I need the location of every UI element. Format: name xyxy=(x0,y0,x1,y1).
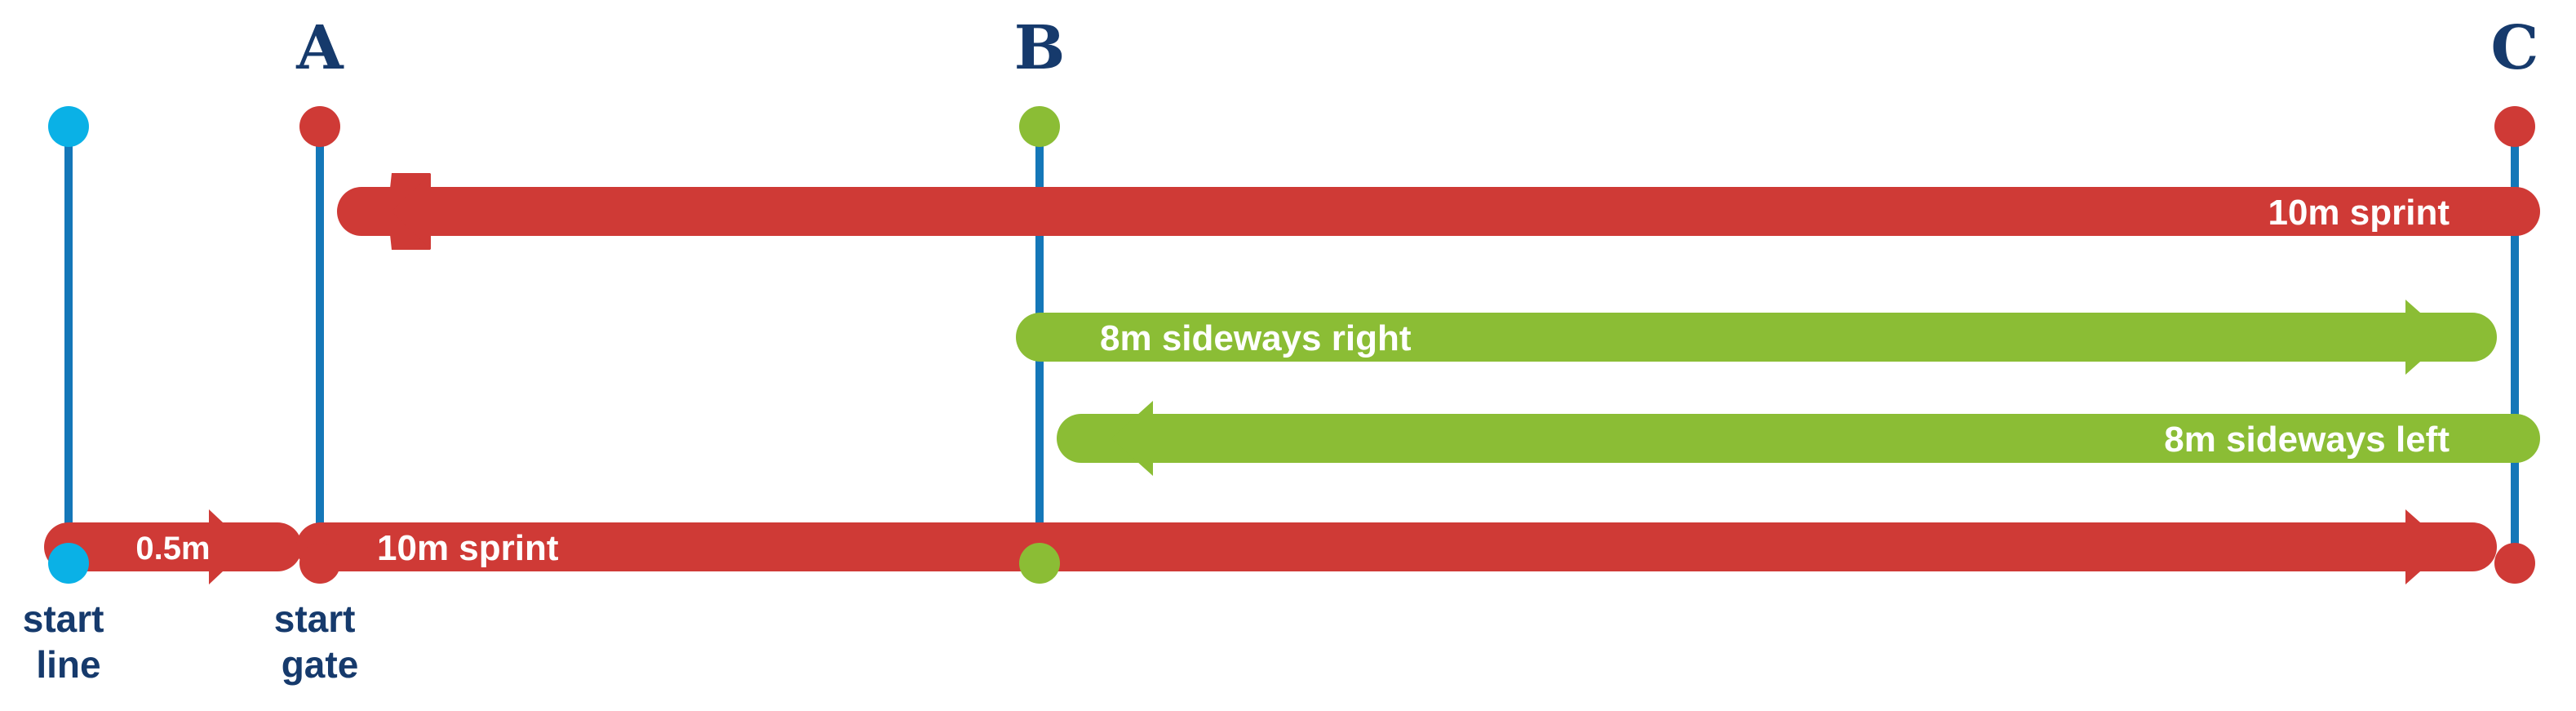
start-line-label-line-1: start xyxy=(23,598,104,640)
post-c-bottom-marker xyxy=(2494,543,2535,584)
arrow-sprint-out-label: 10m sprint xyxy=(377,528,559,568)
arrow-sideways-right: 8m sideways right xyxy=(1016,300,2497,375)
post-b-top-marker xyxy=(1019,106,1060,147)
start-line-label: start line xyxy=(23,598,115,686)
start-line-top-marker xyxy=(48,106,89,147)
arrow-sideways-left: 8m sideways left xyxy=(1057,401,2540,476)
start-gate-label-line-2: gate xyxy=(282,643,359,686)
start-line-bottom-marker xyxy=(48,543,89,584)
post-b-bottom-marker xyxy=(1019,543,1060,584)
start-gate-label: start gate xyxy=(274,598,366,686)
arrow-sprint-back: 10m sprint xyxy=(337,173,2540,250)
start-line-label-line-2: line xyxy=(36,643,100,686)
arrow-start-offset-label: 0.5m xyxy=(135,531,210,567)
post-a-label: A xyxy=(295,13,344,83)
post-a-bottom-marker xyxy=(299,543,340,584)
post-c-label: C xyxy=(2491,13,2539,83)
start-gate-label-line-1: start xyxy=(274,598,356,640)
arrow-start-offset: 0.5m xyxy=(44,509,302,584)
arrow-sideways-right-label: 8m sideways right xyxy=(1100,318,1412,358)
arrow-sprint-back-label: 10m sprint xyxy=(2268,193,2450,233)
arrow-sideways-left-label: 8m sideways left xyxy=(2164,420,2450,460)
post-b-label: B xyxy=(1014,13,1066,83)
post-c-top-marker xyxy=(2494,106,2535,147)
arrow-sprint-out: 10m sprint xyxy=(296,509,2497,584)
post-a-top-marker xyxy=(299,106,340,147)
